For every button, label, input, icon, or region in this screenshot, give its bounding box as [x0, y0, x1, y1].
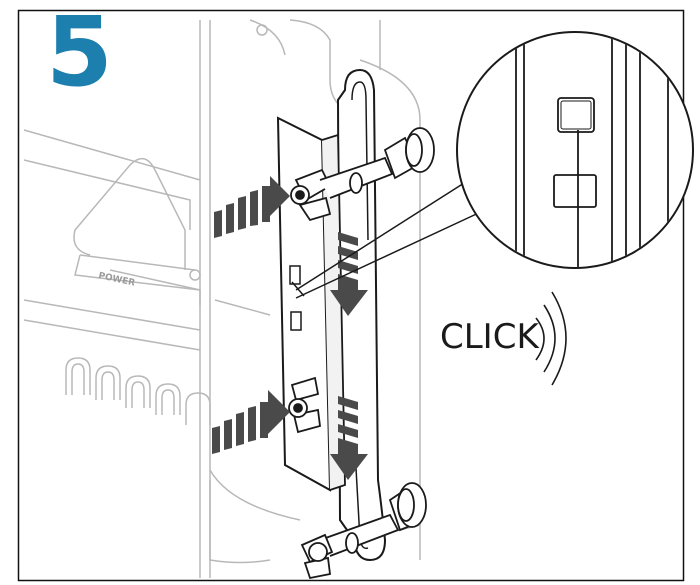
step-number: 5 — [46, 0, 113, 108]
magnified-callout — [456, 31, 694, 269]
push-arrow-upper — [214, 176, 290, 238]
bottom-wing-bolt — [300, 513, 400, 580]
device-body — [23, 19, 421, 578]
frame-border — [17, 9, 685, 582]
upper-wing-bolt — [290, 156, 394, 222]
push-arrow-lower — [212, 390, 290, 454]
slide-down-arrow-upper — [330, 232, 368, 316]
click-sound-waves — [535, 291, 567, 386]
cable-hooks — [65, 357, 211, 425]
bracket-slot-upper — [289, 265, 301, 285]
click-label: CLICK — [440, 317, 539, 357]
callout-leader — [291, 177, 486, 299]
wall-rail — [336, 68, 387, 562]
lower-wing-bolt — [288, 376, 321, 434]
upper-knob — [383, 127, 435, 180]
slide-down-arrow-lower — [330, 396, 368, 480]
bottom-knob — [388, 482, 427, 532]
bracket-slot-lower — [290, 311, 302, 331]
